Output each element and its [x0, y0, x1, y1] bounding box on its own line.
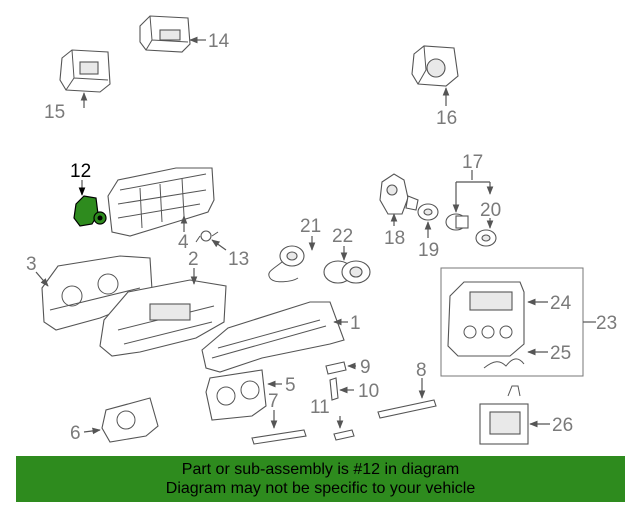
part-12-highlighted[interactable] — [73, 195, 107, 227]
part-4-circuit-board[interactable] — [107, 167, 215, 237]
part-15-switch[interactable] — [59, 49, 111, 93]
parts-diagram: 1 2 3 4 5 6 7 8 9 10 11 12 13 14 15 16 1… — [26, 15, 617, 445]
part-14-switch[interactable] — [139, 15, 191, 53]
banner-line-1: Part or sub-assembly is #12 in diagram — [181, 461, 460, 478]
callout-8: 8 — [416, 360, 427, 381]
part-18-ignition-housing[interactable] — [379, 173, 419, 215]
callout-16: 16 — [436, 108, 457, 129]
callout-10: 10 — [358, 381, 379, 402]
part-6-dial[interactable] — [101, 397, 159, 443]
callout-22: 22 — [332, 226, 353, 247]
callout-6: 6 — [70, 423, 81, 444]
part-22-housing[interactable] — [323, 260, 371, 284]
part-16-switch[interactable] — [411, 45, 459, 87]
callout-18: 18 — [384, 228, 405, 249]
callout-25: 25 — [550, 343, 571, 364]
callout-11: 11 — [310, 397, 330, 418]
part-25-wire[interactable] — [483, 358, 525, 369]
part-11-strip[interactable] — [333, 429, 355, 441]
callout-20: 20 — [480, 200, 501, 221]
callout-21: 21 — [300, 216, 321, 237]
part-19-lock-cylinder[interactable] — [417, 203, 439, 221]
callout-14: 14 — [208, 31, 230, 52]
part-7-strip[interactable] — [251, 429, 307, 445]
callout-5: 5 — [285, 375, 296, 396]
part-13-bulb[interactable] — [195, 230, 219, 243]
part-17-lock-set[interactable] — [445, 213, 469, 231]
callout-9: 9 — [360, 357, 371, 378]
callout-12: 12 — [70, 161, 91, 182]
callout-19: 19 — [418, 240, 439, 261]
banner-line-2: Diagram may not be specific to your vehi… — [165, 480, 476, 497]
part-3-cluster-case[interactable] — [41, 255, 153, 331]
part-10-clip[interactable] — [329, 377, 339, 401]
part-21-lighter[interactable] — [268, 245, 305, 283]
part-1-bezel[interactable] — [201, 301, 345, 373]
callout-13: 13 — [228, 249, 249, 270]
part-26-module[interactable] — [479, 385, 529, 445]
part-24-control-panel[interactable] — [447, 281, 525, 357]
callout-4: 4 — [178, 232, 189, 253]
callout-17: 17 — [462, 152, 483, 173]
callout-3: 3 — [26, 254, 37, 275]
part-5-dial[interactable] — [205, 369, 267, 421]
part-20-lock-cylinder[interactable] — [475, 229, 497, 247]
callout-24: 24 — [550, 293, 572, 314]
info-banner: Part or sub-assembly is #12 in diagram D… — [16, 456, 625, 502]
callout-26: 26 — [552, 415, 573, 436]
callout-7: 7 — [268, 391, 279, 412]
part-2-cluster[interactable] — [99, 279, 227, 357]
callout-2: 2 — [188, 249, 199, 270]
part-9-clip[interactable] — [325, 361, 347, 375]
callout-1: 1 — [350, 313, 361, 334]
part-8-strip[interactable] — [377, 399, 437, 419]
callout-15: 15 — [44, 102, 65, 123]
callout-23: 23 — [596, 313, 617, 334]
